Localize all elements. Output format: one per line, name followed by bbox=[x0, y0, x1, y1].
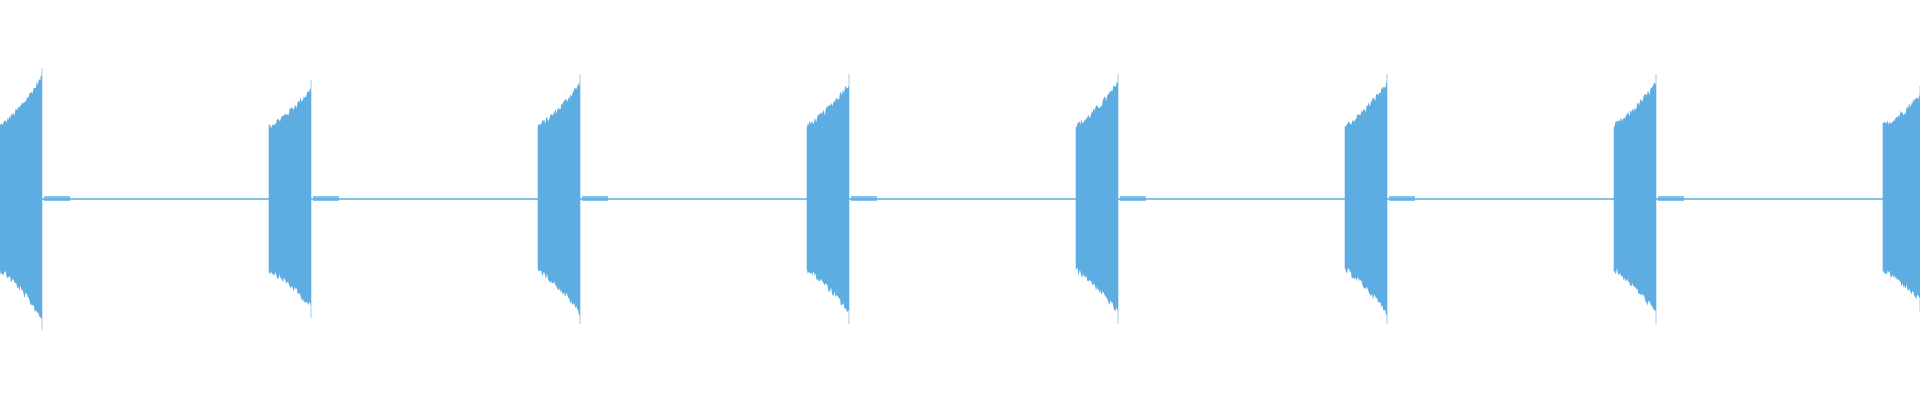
waveform-burst-4 bbox=[806, 74, 850, 324]
waveform-burst-5 bbox=[1075, 74, 1119, 324]
waveform-decay-2 bbox=[313, 196, 339, 201]
waveform-decay-4 bbox=[851, 196, 877, 201]
waveform-burst-3 bbox=[537, 74, 581, 324]
waveform-decay-1 bbox=[44, 196, 70, 201]
waveform-burst-6 bbox=[1344, 74, 1388, 324]
waveform-burst-1 bbox=[0, 68, 43, 330]
waveform-burst-8 bbox=[1882, 86, 1920, 312]
waveform-burst-7 bbox=[1613, 74, 1657, 324]
waveform-decay-6 bbox=[1389, 196, 1415, 201]
waveform-decay-5 bbox=[1120, 196, 1146, 201]
waveform-burst-2 bbox=[268, 80, 312, 318]
waveform-decay-3 bbox=[582, 196, 608, 201]
waveform-decay-7 bbox=[1658, 196, 1684, 201]
